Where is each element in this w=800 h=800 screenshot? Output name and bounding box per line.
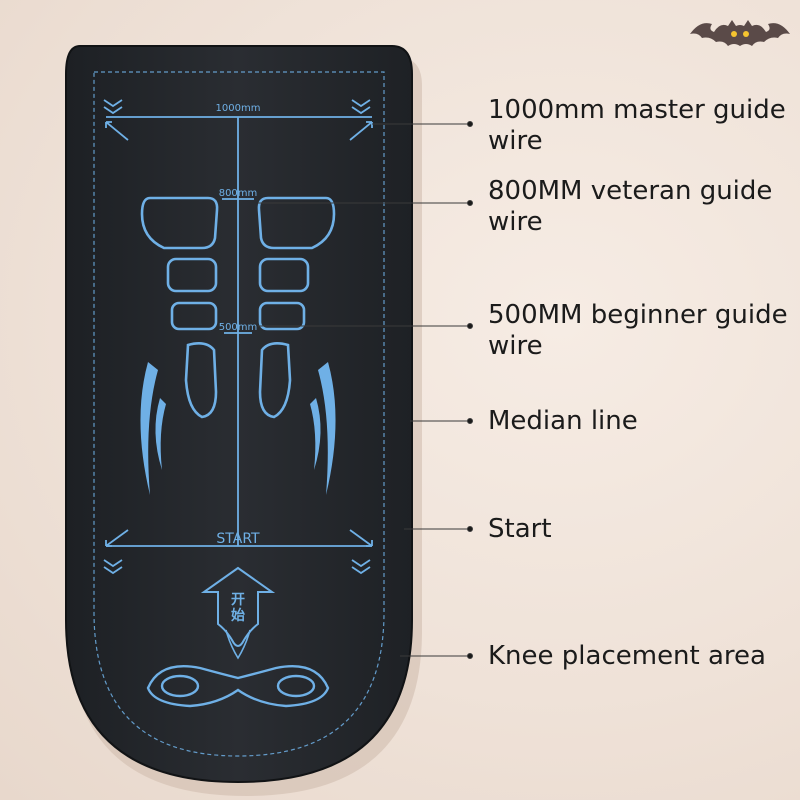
guide-lines [103,99,373,575]
start-arrow-icon [200,566,276,647]
chevron-down-icon [103,99,123,115]
flame-icon [225,629,251,660]
arrow-corner-icon [105,121,129,141]
arrow-char-1: 开 [231,592,245,608]
callout-master-guide-wire: 1000mm master guide wire [488,95,786,156]
callout-median-line: Median line [488,406,638,436]
arrow-char-2: 始 [231,607,245,624]
knee-placement-area [146,665,330,708]
chevron-down-icon [351,99,371,115]
dimension-label-1000: 1000mm [216,103,261,114]
chevron-down-icon [351,559,371,575]
bat-icon [690,20,790,46]
callout-leaders [258,121,473,659]
callout-start: Start [488,514,552,544]
mat-dashed-border [93,71,385,757]
callout-veteran-guide-wire: 800MM veteran guide wire [488,176,773,237]
dimension-label-500: 500mm [219,322,258,333]
dimension-label-800: 800mm [219,188,258,199]
callout-beginner-guide-wire: 500MM beginner guide wire [488,300,788,361]
chevron-down-icon [103,559,123,575]
muscle-outlines [140,196,336,419]
callout-knee-placement: Knee placement area [488,641,766,671]
start-label: START [216,531,260,547]
arrow-corner-icon [349,121,373,141]
arrow-corner-icon [105,529,129,547]
oblique-outlines [140,362,336,495]
arrow-corner-icon [349,529,373,547]
mat-body [65,45,413,784]
